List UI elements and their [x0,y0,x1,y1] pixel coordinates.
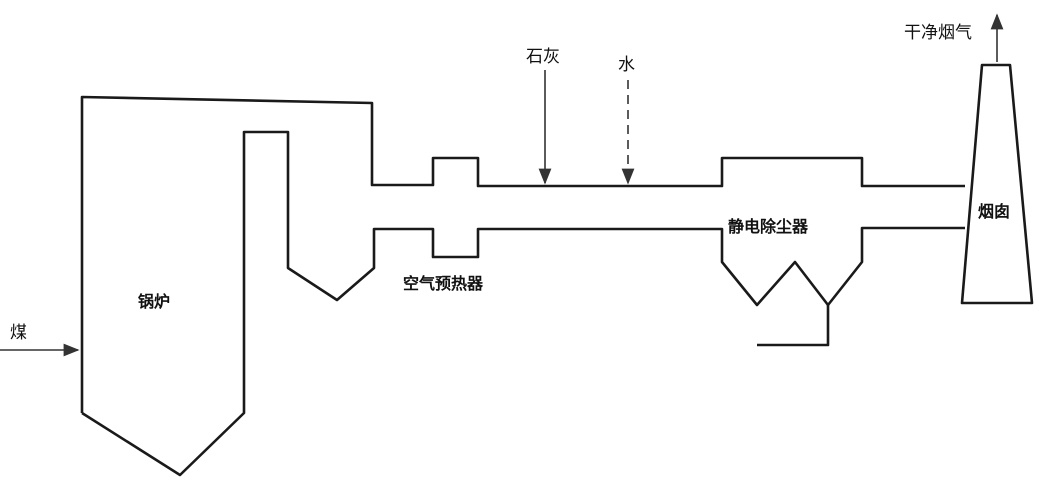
coal-label: 煤 [10,323,27,343]
boiler-outline [80,95,965,413]
water-label: 水 [618,55,635,75]
esp-outlet-pipe [757,305,830,347]
chimney-label: 烟囱 [978,202,1011,221]
chimney-shape [960,63,1034,305]
boiler-label: 锅炉 [138,292,171,311]
lime-label: 石灰 [526,47,560,67]
air-preheater-label: 空气预热器 [403,274,484,293]
boiler-bottom [81,130,965,477]
clean-flue-gas-label: 干净烟气 [904,23,972,43]
esp-label: 静电除尘器 [728,217,809,236]
